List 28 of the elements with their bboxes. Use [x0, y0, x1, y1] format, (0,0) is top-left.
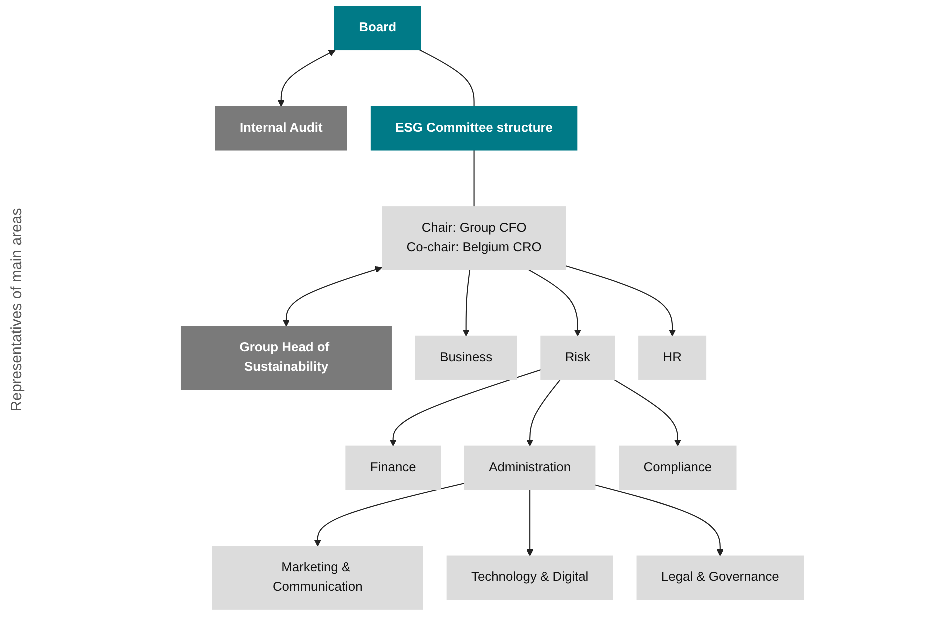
- node-box: Finance: [346, 446, 441, 490]
- node-box: Compliance: [619, 446, 737, 490]
- arrow: [614, 380, 682, 447]
- arrow: [595, 484, 724, 556]
- node-box: Business: [415, 336, 518, 380]
- arrow: [462, 270, 471, 337]
- node-box: Administration: [464, 446, 596, 490]
- arrow: [526, 490, 534, 556]
- arrow: [282, 266, 382, 327]
- node-box: Marketing & Communication: [212, 546, 424, 610]
- arrow: [526, 380, 561, 447]
- connector: [474, 150, 475, 207]
- connector: [420, 50, 475, 107]
- node-box: Internal Audit: [215, 106, 348, 151]
- arrow: [278, 50, 336, 108]
- arrow: [528, 270, 582, 337]
- node-box: Technology & Digital: [446, 556, 614, 600]
- node-box: Board: [334, 6, 422, 51]
- node-box: Chair: Group CFO Co-chair: Belgium CRO: [382, 206, 566, 270]
- node-box: ESG Committee structure: [370, 106, 578, 151]
- arrow: [566, 266, 676, 337]
- side-label: Representatives of main areas: [8, 208, 26, 412]
- node-box: Group Head of Sustainability: [181, 326, 392, 390]
- arrow: [314, 482, 465, 547]
- node-box: Risk: [540, 336, 616, 380]
- node-box: HR: [638, 336, 707, 380]
- arrow: [390, 370, 542, 447]
- node-box: Legal & Governance: [636, 556, 804, 600]
